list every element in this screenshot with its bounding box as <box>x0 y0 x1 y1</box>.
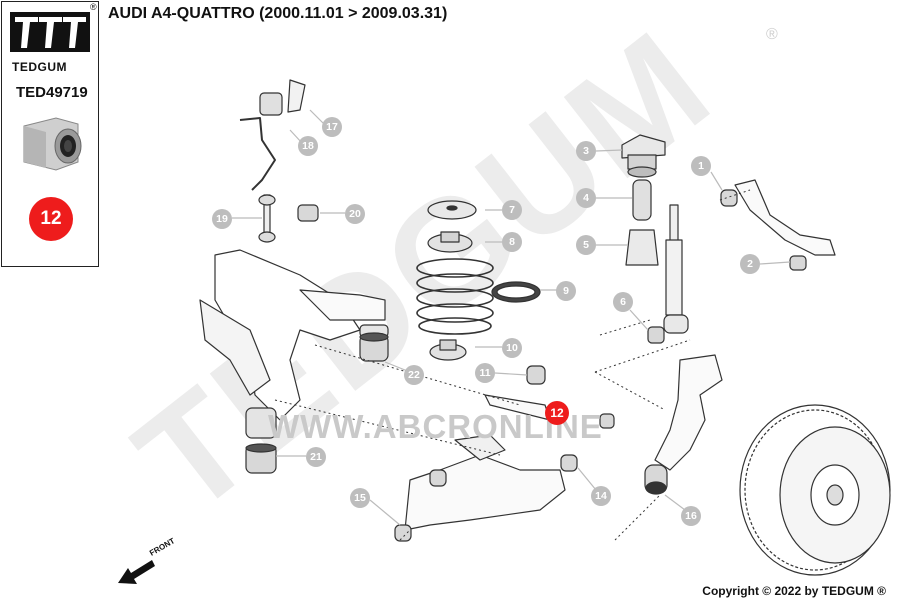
callout-1[interactable]: 1 <box>691 156 711 176</box>
callout-5[interactable]: 5 <box>576 235 596 255</box>
brand-name: TEDGUM <box>12 60 67 74</box>
callout-9[interactable]: 9 <box>556 281 576 301</box>
callout-21[interactable]: 21 <box>306 447 326 467</box>
callout-18[interactable]: 18 <box>298 136 318 156</box>
bushing-product-icon <box>23 117 82 171</box>
vehicle-title: AUDI A4-QUATTRO (2000.11.01 > 2009.03.31… <box>108 5 448 22</box>
stabilizer-clamp-17 <box>287 79 306 113</box>
wheel-knuckle <box>654 354 723 471</box>
bushing-14 <box>560 454 578 472</box>
bump-stop-4 <box>632 179 652 221</box>
callout-12-selected[interactable]: 12 <box>545 401 569 425</box>
bushing-15b <box>394 524 412 542</box>
logo-registered-mark: ® <box>90 2 97 12</box>
callout-16[interactable]: 16 <box>681 506 701 526</box>
callout-4[interactable]: 4 <box>576 188 596 208</box>
copyright-notice: Copyright © 2022 by TEDGUM ® <box>702 584 886 598</box>
stabilizer-bushing-18 <box>259 92 283 116</box>
callout-15[interactable]: 15 <box>350 488 370 508</box>
callout-22[interactable]: 22 <box>404 365 424 385</box>
bushing-16 <box>644 464 668 495</box>
callout-17[interactable]: 17 <box>322 117 342 137</box>
front-arrow-icon <box>118 560 155 584</box>
callout-7[interactable]: 7 <box>502 200 522 220</box>
coil-spring <box>416 258 494 335</box>
bushing-15a <box>429 469 447 487</box>
bushing-6 <box>647 326 665 344</box>
callout-10[interactable]: 10 <box>502 338 522 358</box>
lower-control-arm <box>404 454 566 531</box>
bushing-2 <box>789 255 807 271</box>
callout-2[interactable]: 2 <box>740 254 760 274</box>
tedgum-logo-icon <box>10 12 90 52</box>
upper-arm-2 <box>734 179 836 256</box>
watermark-registered-mark: ® <box>766 26 778 43</box>
stabilizer-bar <box>239 117 276 191</box>
strut-mount-3 <box>621 134 666 178</box>
callout-11[interactable]: 11 <box>475 363 495 383</box>
part-number: TED49719 <box>16 84 88 101</box>
part-info-panel: ® TEDGUM TED49719 12 <box>1 1 99 267</box>
callout-14[interactable]: 14 <box>591 486 611 506</box>
bushing-21 <box>245 407 277 474</box>
shock-absorber <box>669 204 679 246</box>
wheel <box>739 404 891 576</box>
callout-20[interactable]: 20 <box>345 204 365 224</box>
bushing-1 <box>720 189 738 207</box>
strut-bearing-9 <box>491 281 541 303</box>
callout-6[interactable]: 6 <box>613 292 633 312</box>
callout-8[interactable]: 8 <box>502 232 522 252</box>
selected-position-badge: 12 <box>29 197 73 241</box>
bushing-22 <box>359 324 389 362</box>
link-bushing-20 <box>297 204 319 222</box>
callout-3[interactable]: 3 <box>576 141 596 161</box>
dust-boot-5 <box>625 229 659 266</box>
bushing-11 <box>526 365 546 385</box>
callout-19[interactable]: 19 <box>212 209 232 229</box>
